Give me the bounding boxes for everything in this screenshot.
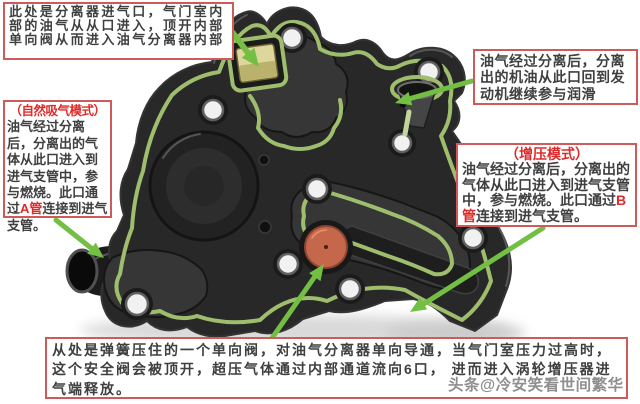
bolt-holes bbox=[121, 23, 488, 320]
bolt-hole bbox=[121, 288, 153, 320]
gasket-seal-outer bbox=[114, 20, 493, 325]
annotation-oil-return-note: 油气经过分离后，分离出的机油从此口回到发动机继续参与润滑 bbox=[473, 49, 638, 105]
bolt-hole bbox=[198, 95, 228, 125]
natural-mode-port-opening bbox=[65, 248, 99, 294]
boost-mode-body-end: 连接到进气支管。 bbox=[476, 207, 588, 224]
natural-mode-body-end: 连接到进气支管。 bbox=[7, 201, 108, 233]
bolt-hole bbox=[302, 174, 332, 204]
annotation-valve-note: 从处是弹簧压住的一个单向阀，对油气分离器单向导通，当气门室压力过高时，这个安全阀… bbox=[45, 337, 628, 399]
annotation-boost-mode-note: （增压模式） 油气经过分离后，分离出的气体从此口进入到进气支管中，参与燃烧。此口… bbox=[456, 143, 637, 227]
bolt-hole bbox=[388, 129, 416, 157]
bolt-hole bbox=[273, 249, 303, 279]
arrow-to-inlet-port bbox=[230, 30, 259, 67]
natural-mode-pipe-label: A管 bbox=[20, 201, 43, 217]
cyclone-dome bbox=[148, 130, 260, 242]
arrow-to-boost-mode-port bbox=[410, 225, 546, 312]
boost-mode-body-start: 油气经过分离后，分离出的气体从此口进入到进气支管中，参与燃烧。此口通过 bbox=[462, 161, 630, 209]
valve-note-text: 从处是弹簧压住的一个单向阀，对油气分离器单向导通，当气门室压力过高时，这个安全阀… bbox=[52, 342, 612, 397]
inlet-note-text: 此处是分离器进气口，气门室内部的油气从从口进入，顶开内部单向阀从而进入油气分离器… bbox=[9, 4, 225, 48]
safety-valve bbox=[299, 220, 353, 274]
natural-mode-body-start: 油气经过分离后，分离出的气体从此口进入到进气支管中，参与燃烧。此口通过 bbox=[7, 119, 99, 217]
natural-mode-title: （自然吸气模式） bbox=[9, 104, 106, 118]
bolt-hole bbox=[277, 23, 307, 53]
arrow-to-safety-valve bbox=[267, 264, 324, 344]
arrow-to-oil-return-port bbox=[395, 78, 475, 106]
gasket-seal-branch bbox=[248, 94, 344, 151]
boost-mode-pipe-label: B管 bbox=[462, 192, 627, 224]
bolt-hole bbox=[335, 274, 365, 304]
watermark: 头条@冷安笑看世间繁华 bbox=[448, 377, 624, 394]
annotation-inlet-note: 此处是分离器进气口，气门室内部的油气从从口进入，顶开内部单向阀从而进入油气分离器… bbox=[3, 2, 234, 60]
boost-mode-title: （增压模式） bbox=[505, 146, 589, 162]
oil-return-note-text: 油气经过分离后，分离出的机油从此口回到发动机继续参与润滑 bbox=[480, 53, 625, 102]
annotation-natural-mode-note: （自然吸气模式） 油气经过分离后，分离出的气体从此口进入到进气支管中，参与燃烧。… bbox=[3, 100, 112, 233]
bolt-hole bbox=[458, 223, 488, 253]
arrow-to-natural-mode-port bbox=[53, 217, 104, 258]
